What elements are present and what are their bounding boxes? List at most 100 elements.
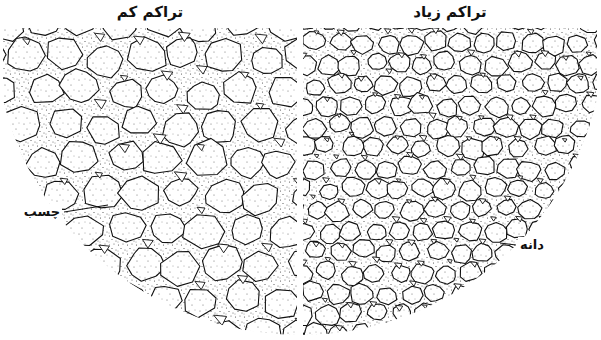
small-grain — [443, 179, 450, 185]
small-grain — [218, 244, 229, 253]
binder-ground — [303, 28, 597, 335]
small-grain — [180, 313, 188, 319]
small-grain — [562, 139, 567, 143]
small-grain — [196, 66, 207, 75]
small-grain — [95, 172, 102, 178]
small-grain — [408, 28, 415, 33]
small-grain — [454, 284, 461, 290]
small-grain — [479, 199, 486, 204]
grain — [20, 219, 59, 248]
grain — [593, 74, 601, 92]
small-grain — [431, 239, 437, 244]
grain — [279, 242, 301, 260]
grain — [389, 12, 409, 29]
grain — [428, 241, 450, 259]
grain — [143, 141, 182, 173]
small-grain — [470, 175, 476, 180]
small-grain — [527, 29, 533, 34]
grain — [0, 283, 20, 309]
grain — [150, 286, 182, 314]
small-grain — [323, 178, 330, 183]
small-grain — [599, 74, 601, 80]
small-grain — [457, 116, 462, 120]
grain — [518, 199, 542, 218]
grain — [318, 55, 341, 75]
grain — [340, 302, 362, 321]
small-grain — [395, 136, 400, 140]
grain — [46, 327, 78, 340]
grain — [425, 31, 446, 51]
small-grain — [579, 240, 584, 244]
small-grain — [516, 216, 523, 221]
grain — [304, 322, 327, 340]
grain — [223, 6, 257, 35]
small-grain — [290, 114, 296, 118]
grain — [497, 199, 516, 215]
grain — [354, 76, 373, 92]
small-grain — [456, 154, 464, 160]
small-grain — [468, 50, 475, 56]
binder-label: چسب — [22, 204, 62, 220]
small-grain — [153, 134, 166, 144]
small-grain — [386, 322, 393, 327]
grain — [559, 219, 581, 239]
small-grain — [454, 238, 459, 242]
grain — [531, 13, 549, 30]
grain — [353, 199, 373, 217]
grain — [331, 243, 351, 260]
grain — [533, 303, 555, 323]
grain — [281, 327, 305, 340]
small-grain — [197, 207, 205, 213]
small-grain — [314, 154, 319, 158]
small-grain — [407, 200, 412, 204]
grain — [512, 97, 530, 114]
grain — [0, 117, 4, 146]
grain — [210, 321, 246, 340]
grain — [303, 161, 324, 180]
grain — [592, 161, 601, 181]
grain — [497, 32, 516, 51]
grain — [535, 136, 557, 155]
grain — [436, 266, 456, 284]
small-grain — [541, 51, 549, 57]
grain — [243, 251, 278, 281]
grain — [459, 222, 482, 241]
small-grain — [23, 39, 31, 45]
grain — [351, 283, 373, 304]
small-grain — [477, 320, 483, 325]
grain — [331, 159, 351, 177]
small-grain — [518, 176, 523, 180]
grain — [376, 161, 397, 178]
grain — [473, 329, 497, 340]
grain — [412, 58, 431, 75]
grain — [392, 265, 410, 282]
small-grain — [178, 32, 190, 41]
grain — [338, 56, 359, 75]
grain — [474, 156, 494, 174]
grain — [269, 225, 289, 243]
grain — [308, 201, 327, 219]
grain — [581, 305, 601, 322]
grain — [327, 325, 349, 340]
small-grain — [419, 135, 426, 141]
grain — [164, 178, 199, 205]
grain — [595, 286, 601, 303]
grain — [350, 36, 373, 55]
grain — [109, 141, 143, 170]
small-grain — [386, 69, 392, 74]
small-grain — [174, 172, 187, 182]
grain — [327, 284, 350, 304]
grain — [408, 92, 433, 113]
small-grain — [429, 113, 436, 119]
grain — [281, 120, 298, 135]
grain — [594, 242, 601, 260]
grain — [0, 78, 14, 104]
grain — [497, 75, 516, 92]
grain — [473, 200, 492, 217]
small-grain — [432, 197, 438, 202]
grain — [329, 114, 350, 132]
grain — [567, 287, 586, 303]
grain — [52, 246, 81, 276]
grain — [411, 141, 430, 158]
